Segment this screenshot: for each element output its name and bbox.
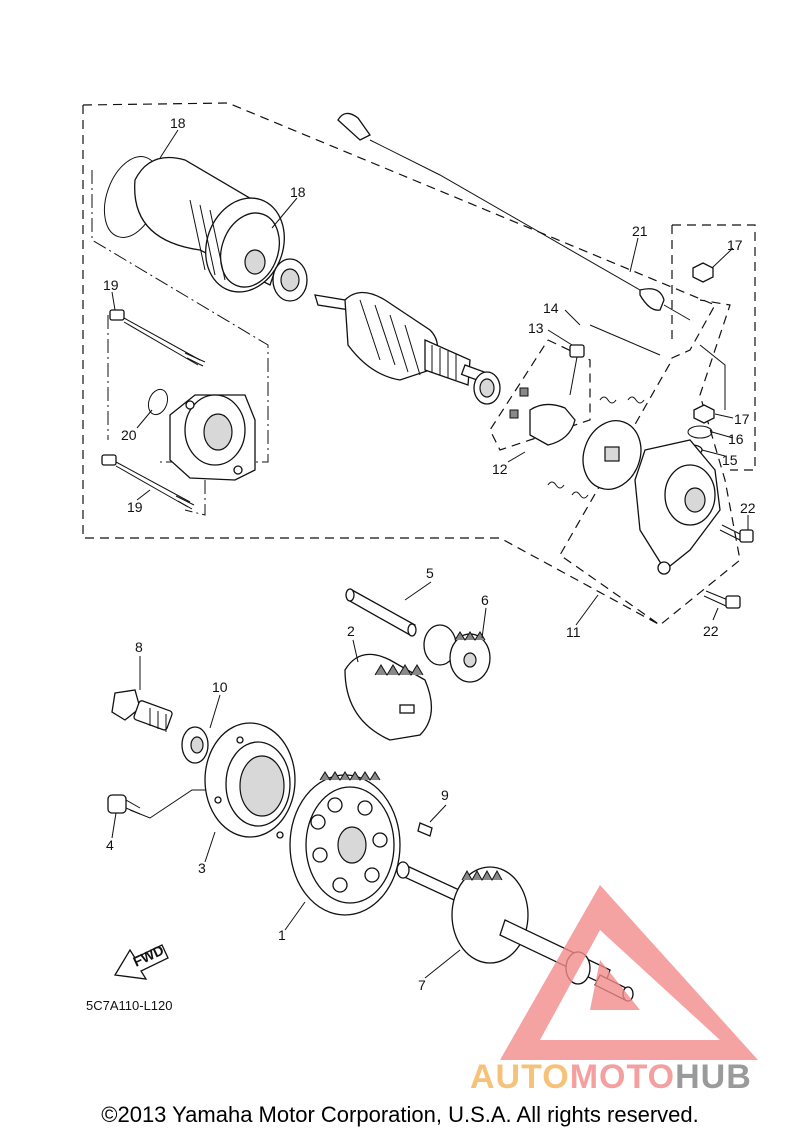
part-label: 3 [198, 860, 206, 876]
o-ring-20 [147, 388, 169, 416]
brush-holder-12 [509, 387, 645, 499]
part-label: 5 [426, 565, 434, 581]
starter-wheel-gear-1 [289, 771, 401, 916]
part-label: 17 [734, 411, 750, 427]
watermark-auto: AUTO [470, 1058, 570, 1096]
part-number-labels: 1 2 3 4 5 6 7 8 9 10 11 12 13 14 15 16 1… [103, 115, 756, 993]
part-label: 20 [121, 427, 137, 443]
starter-yoke [134, 156, 285, 293]
assembly-line [589, 324, 661, 356]
part-label: 4 [106, 837, 114, 853]
part-label: 7 [418, 977, 426, 993]
rear-cover [634, 439, 721, 575]
part-label: 18 [290, 184, 306, 200]
part-label: 19 [103, 277, 119, 293]
part-label: 8 [135, 639, 143, 655]
part-label: 21 [632, 223, 648, 239]
nut-17a [692, 262, 714, 283]
lead-wire-21 [337, 112, 691, 321]
armature [314, 291, 485, 386]
fwd-arrow-icon [113, 944, 169, 980]
watermark-text: AUTOMOTOHUB [470, 1058, 752, 1097]
bolt-22b [703, 590, 741, 609]
bearing [272, 258, 308, 302]
idler-shaft-5 [345, 588, 417, 637]
starter-clutch-3 [204, 722, 296, 839]
part-label: 1 [278, 927, 286, 943]
through-bolt-19b [101, 454, 195, 510]
bolt-22a [719, 524, 754, 543]
part-label: 22 [703, 623, 719, 639]
part-label: 16 [728, 431, 744, 447]
starter-assembly-boundary [82, 102, 741, 626]
washer-16 [687, 425, 713, 439]
assembly-line [129, 789, 215, 819]
starter-gear-2 [344, 653, 432, 741]
watermark-moto: MOTO [569, 1058, 676, 1096]
idler-gear-6 [423, 624, 491, 683]
nut-group-boundary [671, 224, 756, 471]
part-label: 11 [566, 624, 581, 640]
nut-17b [693, 404, 715, 424]
assembly-line [699, 344, 726, 410]
copyright-notice: ©2013 Yamaha Motor Corporation, U.S.A. A… [101, 1102, 699, 1127]
part-label: 18 [170, 115, 186, 131]
part-label: 9 [441, 787, 449, 803]
needle-bearing [473, 371, 501, 405]
washer-10 [181, 726, 209, 764]
drawing-code: 5C7A110-L120 [86, 998, 173, 1013]
part-label: 2 [347, 623, 355, 639]
through-bolt-19a [109, 309, 206, 367]
front-cover [169, 394, 256, 481]
leader-lines [111, 129, 749, 979]
part-label: 19 [127, 499, 143, 515]
part-label: 12 [492, 461, 508, 477]
bolt-8 [111, 689, 173, 732]
watermark-logo [500, 885, 758, 1060]
part-label: 22 [740, 500, 756, 516]
assembly-line [369, 139, 641, 291]
part-label: 17 [727, 237, 743, 253]
brush-plate [582, 420, 642, 490]
part-label: 10 [212, 679, 228, 695]
bolt-4 [107, 794, 141, 815]
part-label: 13 [528, 320, 544, 336]
terminal-bolt-13 [569, 344, 585, 396]
watermark-hub: HUB [675, 1058, 752, 1096]
part-label: 6 [481, 592, 489, 608]
part-label: 15 [722, 452, 738, 468]
part-label: 14 [543, 300, 559, 316]
assembly-line [184, 480, 206, 516]
key-9 [417, 822, 433, 837]
